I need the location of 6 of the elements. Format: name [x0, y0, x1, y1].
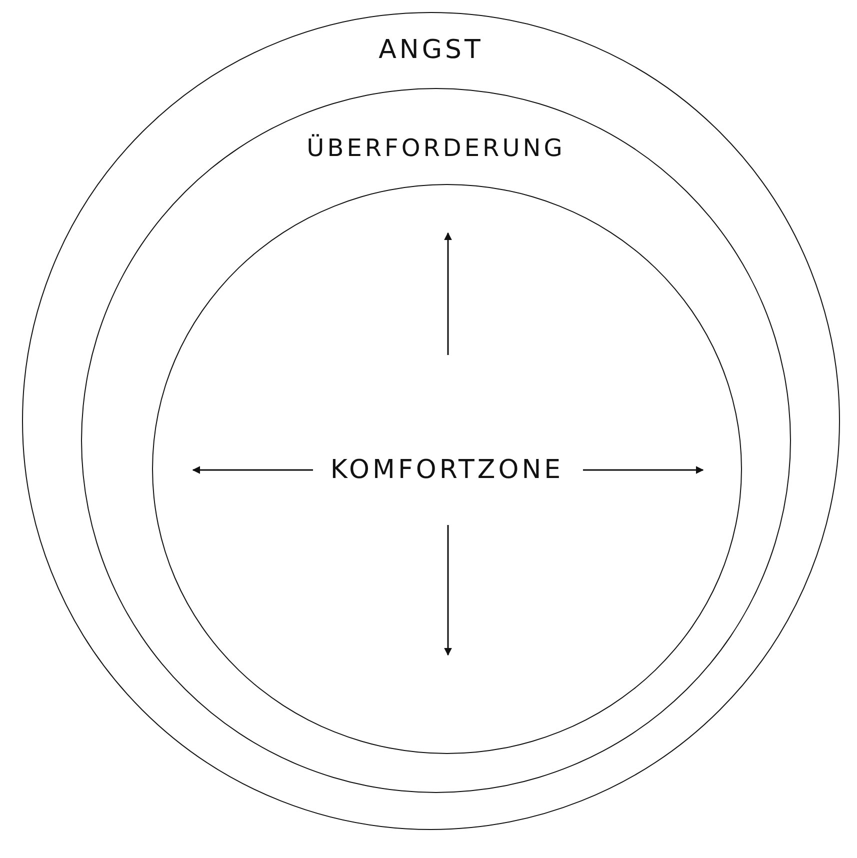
- zone-circle: [81, 88, 791, 793]
- zone-label: ÜBERFORDERUNG: [306, 134, 566, 162]
- zone-circle: [152, 184, 742, 754]
- zone-label: ANGST: [378, 35, 484, 65]
- zone-label: KOMFORTZONE: [330, 455, 564, 485]
- zone-circle: [22, 12, 840, 830]
